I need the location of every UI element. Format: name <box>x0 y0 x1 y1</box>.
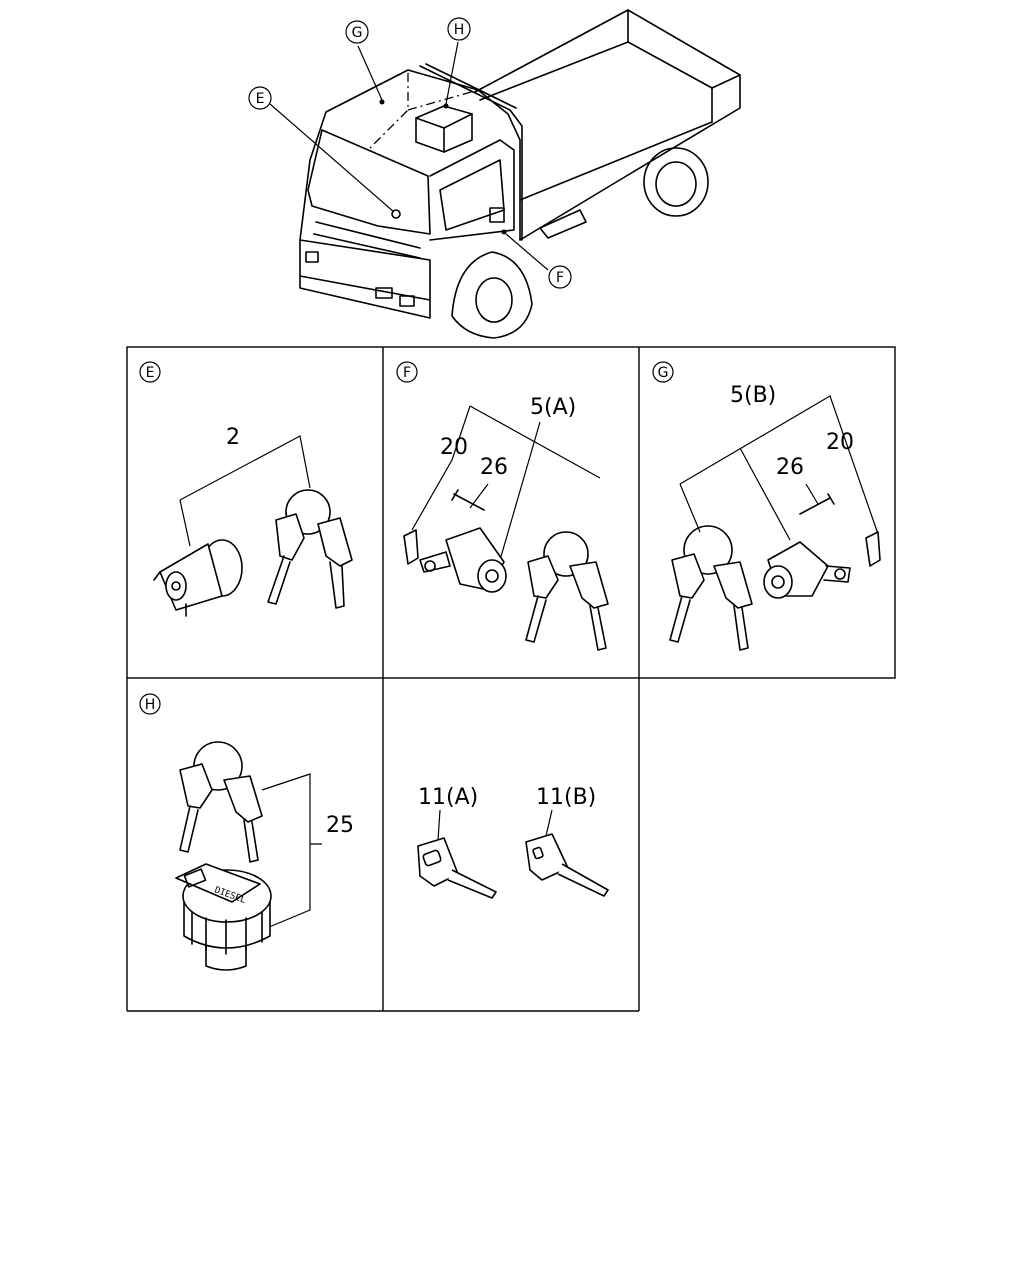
key-pair-f <box>525 531 609 651</box>
part-2-label: 2 <box>226 425 240 450</box>
key-pair-h <box>179 741 263 863</box>
panel-h: H 25 DIESEL <box>139 693 354 971</box>
ignition-cylinder <box>153 539 243 617</box>
panel-g-letter: G <box>658 365 669 381</box>
key-11a-label: 11(A) <box>418 785 478 810</box>
callout-g: G <box>345 20 369 44</box>
part-25-label: 25 <box>326 813 354 838</box>
part-5b-label: 5(B) <box>730 383 776 408</box>
callout-f-label: F <box>556 270 564 286</box>
panel-e-letter: E <box>146 365 155 381</box>
panel-f-letter: F <box>403 365 411 381</box>
part-26-label-f: 26 <box>480 455 508 480</box>
callout-e: E <box>248 86 272 110</box>
door-lock-g <box>763 541 851 599</box>
part-5a-label: 5(A) <box>530 395 576 420</box>
part-26-label-g: 26 <box>776 455 804 480</box>
callout-f: F <box>548 265 572 289</box>
key-11b-label: 11(B) <box>536 785 596 810</box>
truck-illustration <box>299 9 741 339</box>
panel-f: F 5(A) 20 26 <box>396 361 609 651</box>
callout-e-label: E <box>256 91 265 107</box>
panel-grid <box>126 346 896 1012</box>
key-pair-e <box>267 489 353 609</box>
part-20-label-f: 20 <box>440 435 468 460</box>
callout-h-label: H <box>454 22 465 38</box>
door-lock-f <box>419 527 507 593</box>
panel-h-letter: H <box>145 697 156 713</box>
panel-keys: 11(A) 11(B) <box>417 785 609 899</box>
key-pair-g <box>669 525 753 651</box>
key-11b <box>525 833 609 897</box>
callout-g-label: G <box>352 25 363 41</box>
callout-h: H <box>447 17 471 41</box>
panel-e: E 2 <box>139 361 353 617</box>
panel-g: G 5(B) 20 26 <box>652 361 881 651</box>
key-11a <box>417 837 497 899</box>
locking-fuel-cap: DIESEL <box>175 863 272 971</box>
